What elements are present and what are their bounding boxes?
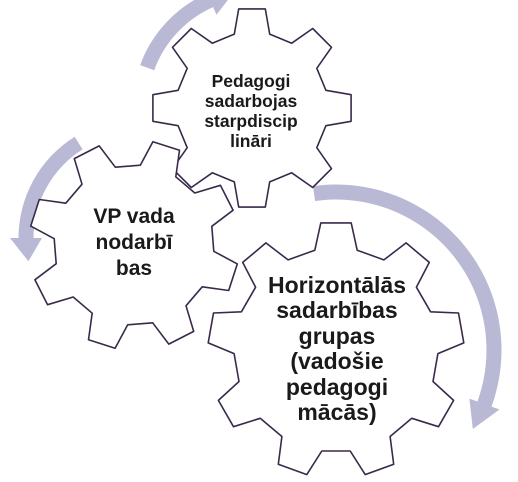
gear-right-label: Horizontālās sadarbības grupas (vadošie … bbox=[267, 271, 407, 425]
arrow-top-upward bbox=[140, 0, 228, 71]
gear-left bbox=[29, 140, 239, 350]
gear-right bbox=[207, 222, 465, 476]
gear-top bbox=[152, 8, 352, 208]
cycle-arrows bbox=[10, 0, 502, 429]
gear-left-label: VP vada nodarbī bas bbox=[93, 205, 175, 280]
arrow-left-downward bbox=[10, 136, 83, 262]
arrow-right-downward bbox=[313, 184, 502, 429]
gear-top-label: Pedagogi sadarbojas starpdiscip lināri bbox=[204, 71, 298, 151]
